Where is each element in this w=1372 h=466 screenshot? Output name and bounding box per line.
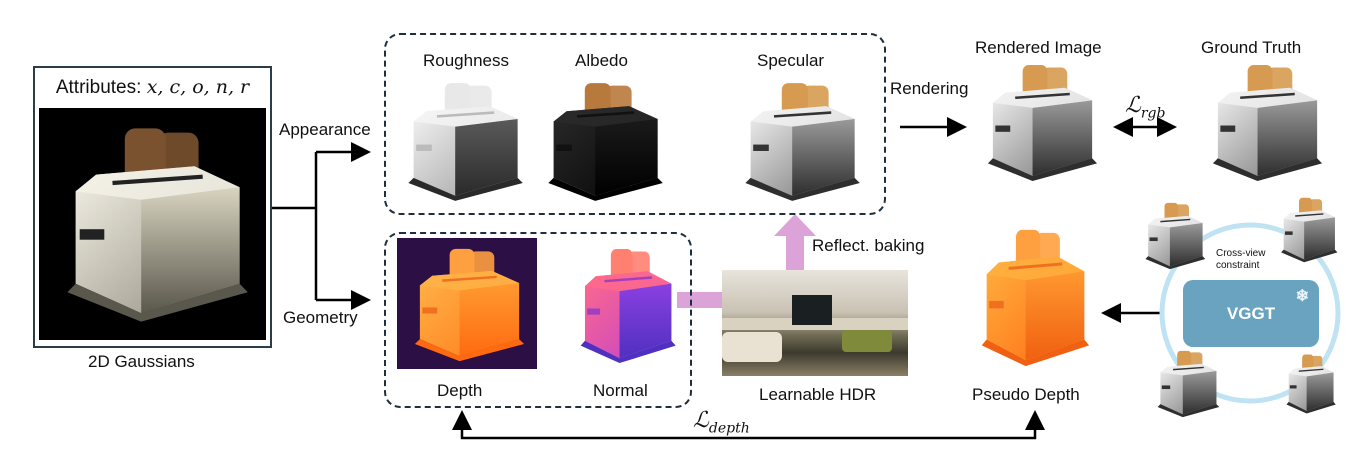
attributes-title: Attributes: x, c, o, n, r bbox=[35, 76, 270, 99]
toaster-illustration bbox=[548, 83, 663, 201]
reflect-baking-arrow bbox=[774, 214, 816, 270]
roughness-image bbox=[398, 78, 528, 206]
geometry-group bbox=[384, 232, 692, 408]
depth-toaster bbox=[405, 244, 529, 366]
toaster-illustration bbox=[1286, 354, 1336, 414]
specular-image bbox=[735, 78, 865, 206]
pseudo-depth-image bbox=[972, 224, 1094, 372]
geometry-label: Geometry bbox=[283, 308, 358, 327]
albedo-image bbox=[538, 78, 668, 206]
depth-loss-label: ℒdepth bbox=[693, 408, 750, 436]
toaster-illustration bbox=[580, 248, 676, 364]
toaster-illustration bbox=[1212, 65, 1323, 181]
view-toaster-3 bbox=[1152, 348, 1222, 420]
rendering-label: Rendering bbox=[890, 79, 969, 98]
learnable-hdr-image bbox=[722, 270, 908, 376]
ground-truth-label: Ground Truth bbox=[1201, 38, 1302, 57]
depth-label: Depth bbox=[437, 381, 483, 400]
toaster-illustration bbox=[1281, 197, 1338, 263]
rgb-loss-subscript: rgb bbox=[1140, 105, 1166, 122]
roughness-label: Roughness bbox=[423, 51, 510, 70]
view-toaster-2 bbox=[1276, 195, 1340, 265]
vggt-box: VGGT ❄ bbox=[1183, 280, 1319, 347]
toaster-illustration bbox=[1157, 350, 1220, 418]
hdr-label: Learnable HDR bbox=[759, 385, 877, 404]
vggt-label: VGGT bbox=[1226, 303, 1276, 323]
attributes-label: Attributes: bbox=[55, 77, 147, 98]
view-toaster-1 bbox=[1140, 200, 1208, 272]
view-toaster-4 bbox=[1282, 352, 1338, 416]
normal-image bbox=[572, 244, 680, 368]
toaster-illustration bbox=[67, 128, 248, 322]
depth-loss-subscript: depth bbox=[708, 420, 750, 437]
gaussians-connector bbox=[268, 152, 318, 300]
cross-view-constraint-label: Cross-view constraint bbox=[1216, 248, 1266, 271]
toaster-illustration bbox=[981, 229, 1090, 367]
toaster-illustration bbox=[987, 65, 1098, 181]
rendered-image-label: Rendered Image bbox=[975, 38, 1102, 57]
snowflake-icon: ❄ bbox=[1295, 288, 1309, 305]
reflect-baking-label: Reflect. baking bbox=[812, 236, 925, 255]
appearance-group bbox=[384, 33, 886, 215]
albedo-label: Albedo bbox=[575, 51, 628, 70]
specular-label: Specular bbox=[757, 51, 825, 70]
depth-image bbox=[397, 238, 537, 369]
gaussians-panel: Attributes: x, c, o, n, r bbox=[33, 66, 272, 348]
toaster-gaussians-image bbox=[51, 120, 256, 330]
rgb-loss-label: ℒrgb bbox=[1125, 93, 1165, 121]
normal-label: Normal bbox=[593, 381, 648, 400]
ground-truth-image bbox=[1203, 60, 1327, 186]
pseudo-depth-label: Pseudo Depth bbox=[972, 385, 1080, 404]
appearance-label: Appearance bbox=[279, 120, 371, 139]
depth-loss-symbol: ℒ bbox=[693, 408, 709, 433]
toaster-illustration bbox=[408, 83, 523, 201]
gaussians-caption: 2D Gaussians bbox=[88, 352, 195, 371]
cross-view-ring bbox=[1159, 222, 1341, 404]
toaster-illustration bbox=[1145, 202, 1206, 270]
depth-loss-arrow bbox=[452, 410, 1045, 440]
gaussians-render bbox=[39, 108, 266, 340]
rgb-loss-symbol: ℒ bbox=[1125, 93, 1141, 118]
toaster-illustration bbox=[745, 83, 860, 201]
hdr-to-normal-band bbox=[677, 292, 722, 308]
toaster-illustration bbox=[414, 248, 525, 362]
attributes-math: x, c, o, n, r bbox=[146, 76, 250, 98]
rendered-image bbox=[978, 60, 1102, 186]
